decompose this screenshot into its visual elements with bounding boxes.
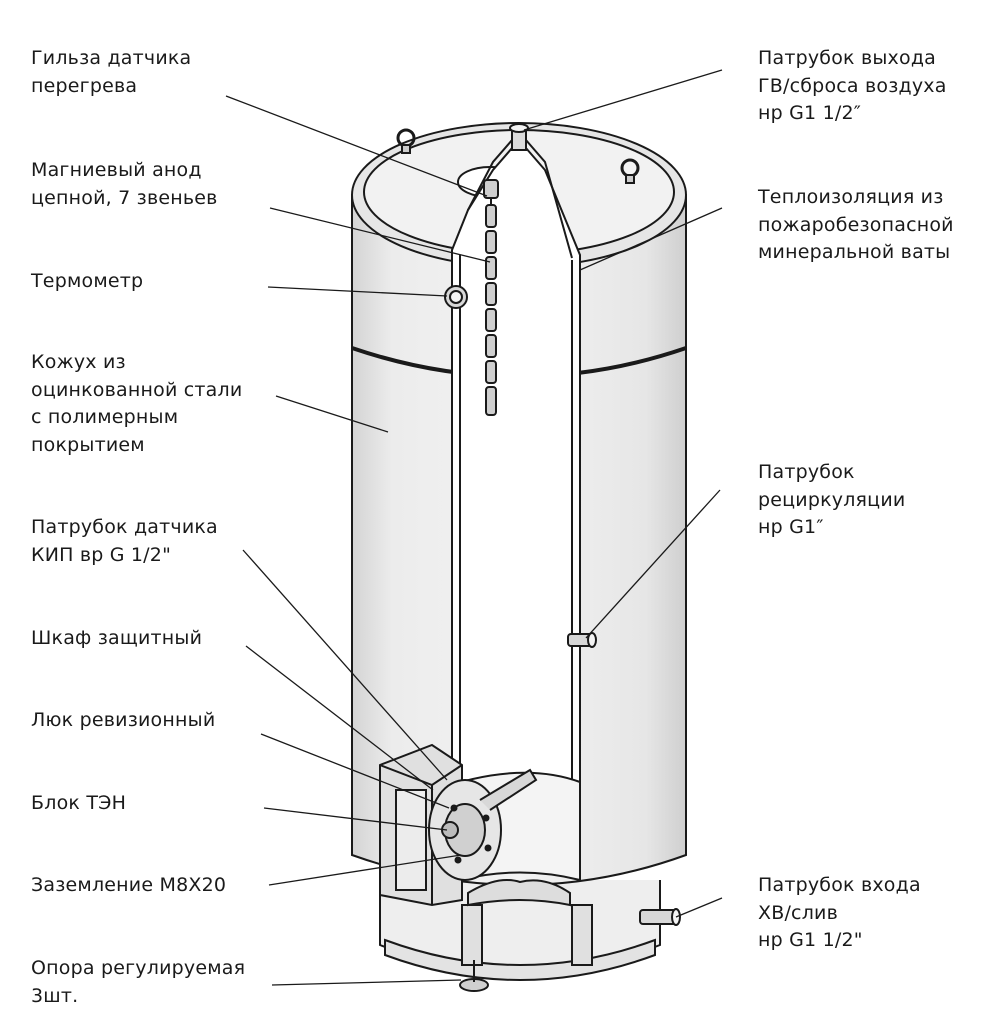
- label-sensor-sleeve: Гильза датчика перегрева: [31, 47, 192, 97]
- recirculation-port: [567, 632, 597, 648]
- label-anode: Магниевый анод цепной, 7 звеньев: [31, 159, 218, 209]
- label-casing: Кожух из оцинкованной стали с полимерным…: [31, 351, 243, 456]
- leader-cold-inlet: [675, 897, 723, 918]
- label-ground: Заземление М8Х20: [31, 874, 227, 896]
- label-hatch: Люк ревизионный: [31, 709, 216, 731]
- support-legs: [379, 880, 661, 992]
- label-thermometer: Термометр: [31, 270, 144, 292]
- leader-thermometer: [267, 286, 448, 297]
- cold-inlet-port: [639, 908, 681, 926]
- label-support: Опора регулируемая 3шт.: [31, 957, 246, 1007]
- leader-insulation: [579, 207, 723, 271]
- label-heater: Блок ТЭН: [31, 792, 127, 814]
- leader-hatch: [260, 733, 450, 809]
- label-cold-inlet: Патрубок входа ХВ/слив нр G1 1/2": [758, 874, 921, 951]
- leader-heater: [263, 807, 448, 831]
- label-kip-port: Патрубок датчика КИП вр G 1/2": [31, 516, 218, 566]
- leader-anode: [269, 207, 491, 263]
- leader-hot-outlet: [523, 69, 723, 131]
- thermometer: [444, 285, 468, 309]
- label-recirc: Патрубок рециркуляции нр G1″: [758, 461, 906, 538]
- leader-ground: [268, 854, 462, 886]
- leader-casing: [275, 395, 389, 433]
- lifting-eye-right: [620, 158, 640, 184]
- magnesium-anode-chain: [483, 179, 499, 416]
- leader-lines: [225, 69, 723, 986]
- leader-recirc: [585, 489, 721, 639]
- leader-sensor-sleeve: [225, 95, 488, 197]
- leader-cabinet: [245, 645, 434, 791]
- label-hot-outlet: Патрубок выхода ГВ/сброса воздуха нр G1 …: [758, 47, 947, 124]
- label-insulation: Теплоизоляция из пожаробезопасной минера…: [758, 186, 954, 263]
- leader-kip-port: [242, 549, 448, 781]
- heater-flange: [428, 768, 538, 881]
- leader-support: [271, 979, 462, 986]
- lifting-eye-left: [396, 128, 416, 154]
- label-cabinet: Шкаф защитный: [31, 627, 203, 649]
- hot-outlet-pipe: [509, 123, 529, 151]
